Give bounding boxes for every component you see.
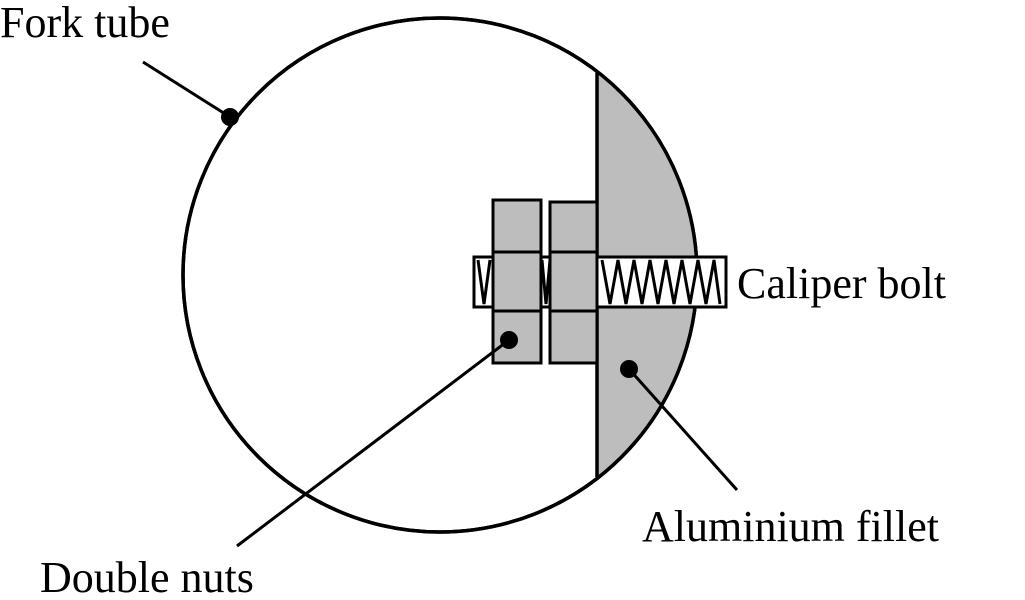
double-nuts [491, 198, 599, 365]
nut-right [548, 200, 599, 365]
nut-left [491, 198, 543, 365]
leader-double-nuts [236, 331, 518, 548]
leader-fork-tube [142, 60, 239, 126]
bolt-thread-left [476, 259, 492, 305]
label-fork-tube: Fork tube [0, 0, 170, 47]
label-caliper-bolt: Caliper bolt [737, 259, 946, 308]
bolt-thread-right [600, 259, 722, 305]
leader-aluminium-fillet [620, 360, 739, 491]
label-aluminium-fillet: Aluminium fillet [642, 502, 939, 551]
label-double-nuts: Double nuts [40, 553, 254, 600]
